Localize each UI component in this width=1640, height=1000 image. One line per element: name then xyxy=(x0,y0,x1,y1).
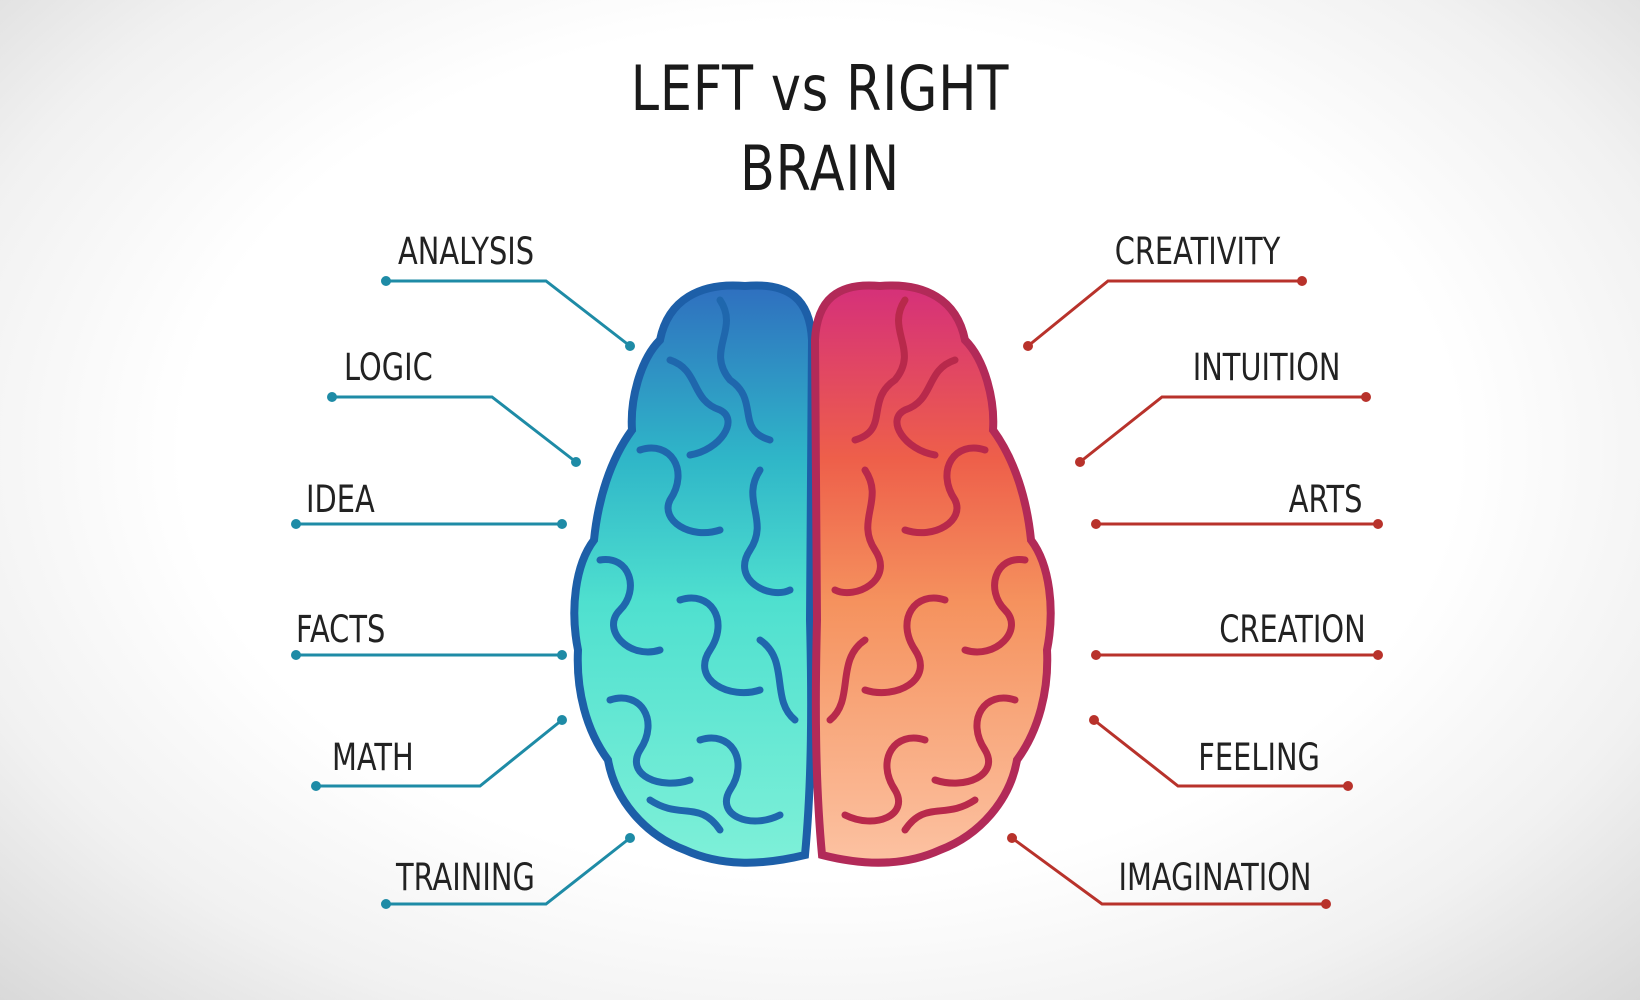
right-item-arts-start-dot xyxy=(1373,519,1383,529)
left-item-analysis-label: ANALYSIS xyxy=(398,230,535,273)
right-item-feeling-line xyxy=(1093,718,1348,788)
left-hemisphere-shape xyxy=(570,281,817,867)
right-item-feeling-end-dot xyxy=(1089,715,1099,725)
right-item-creativity-label: CREATIVITY xyxy=(1114,230,1280,273)
right-hemisphere xyxy=(810,281,1055,867)
left-item-facts-start-dot xyxy=(291,650,301,660)
right-item-creation-label: CREATION xyxy=(1219,608,1366,651)
left-item-training-label: TRAINING xyxy=(396,856,535,899)
left-item-facts-end-dot xyxy=(557,650,567,660)
left-item-training-line xyxy=(386,836,631,906)
left-item-math-end-dot xyxy=(557,715,567,725)
title-line-1: LEFT vs RIGHT xyxy=(630,52,1010,125)
right-item-imagination-end-dot xyxy=(1007,833,1017,843)
left-item-logic-start-dot xyxy=(327,392,337,402)
right-item-creativity-line xyxy=(1027,279,1302,348)
connector-lines xyxy=(291,276,1383,909)
left-item-training-start-dot xyxy=(381,899,391,909)
right-item-imagination-line xyxy=(1011,836,1326,906)
left-item-training-end-dot xyxy=(625,833,635,843)
left-item-analysis-line xyxy=(386,279,631,348)
right-item-imagination-label: IMAGINATION xyxy=(1118,856,1312,899)
left-gyri xyxy=(596,296,799,834)
right-item-intuition-line xyxy=(1079,395,1366,464)
right-item-creativity-start-dot xyxy=(1297,276,1307,286)
left-item-idea-label: IDEA xyxy=(306,478,375,521)
left-item-logic-label: LOGIC xyxy=(344,346,433,389)
left-item-math-start-dot xyxy=(311,781,321,791)
left-item-idea-end-dot xyxy=(557,519,567,529)
left-item-facts-label: FACTS xyxy=(296,608,386,651)
right-item-creation-start-dot xyxy=(1373,650,1383,660)
right-item-feeling-label: FEELING xyxy=(1198,736,1320,779)
right-item-creation-end-dot xyxy=(1091,650,1101,660)
right-item-intuition-end-dot xyxy=(1075,457,1085,467)
left-item-math-line xyxy=(316,718,563,788)
right-gyri xyxy=(826,296,1029,834)
right-item-creativity-end-dot xyxy=(1023,341,1033,351)
left-item-analysis-end-dot xyxy=(625,341,635,351)
left-item-math-label: MATH xyxy=(332,736,414,779)
right-hemisphere-shape xyxy=(810,281,1055,867)
left-hemisphere xyxy=(570,281,817,867)
right-item-intuition-label: INTUITION xyxy=(1192,346,1340,389)
right-item-arts-label: ARTS xyxy=(1288,478,1362,521)
right-item-intuition-start-dot xyxy=(1361,392,1371,402)
left-item-logic-line xyxy=(332,395,577,464)
title-line-2: BRAIN xyxy=(739,132,901,205)
left-item-logic-end-dot xyxy=(571,457,581,467)
left-item-idea-start-dot xyxy=(291,519,301,529)
right-item-feeling-start-dot xyxy=(1343,781,1353,791)
right-item-arts-end-dot xyxy=(1091,519,1101,529)
right-item-imagination-start-dot xyxy=(1321,899,1331,909)
left-item-analysis-start-dot xyxy=(381,276,391,286)
